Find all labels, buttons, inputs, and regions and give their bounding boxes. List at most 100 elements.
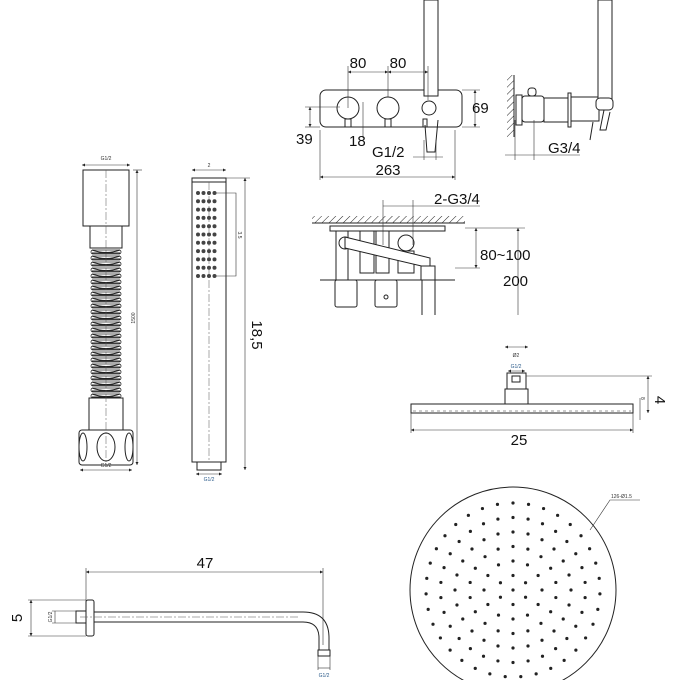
shower-arm: 47 5 G1/2 G1/2 bbox=[9, 555, 331, 679]
rain-head-outline bbox=[409, 486, 617, 680]
wall-hatch bbox=[507, 75, 514, 137]
rain-nozzle bbox=[442, 610, 446, 615]
connector-thread: G1/2 bbox=[511, 364, 522, 370]
connector-diameter: Ø2 bbox=[513, 353, 520, 359]
rain-nozzle bbox=[431, 622, 435, 626]
rain-nozzle bbox=[523, 595, 528, 599]
dim-200: 200 bbox=[503, 273, 528, 290]
rain-nozzle bbox=[534, 672, 538, 676]
rain-nozzle bbox=[598, 592, 602, 596]
rain-nozzle bbox=[580, 610, 584, 615]
rain-nozzle bbox=[439, 580, 443, 585]
rain-nozzle bbox=[584, 636, 588, 640]
rain-nozzle bbox=[511, 530, 515, 534]
flange-size: 5 bbox=[9, 614, 26, 622]
rain-nozzle bbox=[483, 621, 487, 625]
rain-nozzle bbox=[588, 547, 592, 551]
rain-nozzle bbox=[511, 515, 515, 520]
rain-nozzle bbox=[486, 602, 490, 607]
rain-nozzle bbox=[565, 539, 569, 544]
rain-nozzle bbox=[561, 617, 565, 621]
rain-nozzle bbox=[498, 595, 503, 599]
rain-nozzle bbox=[549, 666, 553, 670]
spray-nozzle bbox=[212, 257, 217, 262]
dim-g12-outlet: G1/2 bbox=[372, 144, 405, 161]
hose-coil bbox=[91, 273, 121, 278]
rain-nozzle bbox=[541, 506, 546, 511]
rain-nozzle bbox=[597, 576, 601, 580]
shower-hose: G1/2 1500 G1/2 bbox=[78, 156, 142, 472]
spray-nozzle bbox=[201, 224, 206, 229]
rain-nozzle bbox=[568, 522, 572, 527]
hose-coil bbox=[91, 357, 121, 362]
rain-nozzle bbox=[540, 654, 545, 658]
rain-head-height: 4 bbox=[651, 396, 668, 404]
rain-nozzle bbox=[574, 552, 578, 556]
rain-nozzle bbox=[511, 646, 515, 650]
rain-nozzle bbox=[481, 522, 486, 526]
rain-nozzle bbox=[511, 617, 515, 621]
mixer-side-view: G3/4 bbox=[505, 0, 614, 160]
rain-nozzle bbox=[526, 547, 530, 551]
hose-bottom-thread: G1/2 bbox=[101, 463, 112, 469]
rain-nozzle bbox=[496, 547, 500, 551]
rain-nozzle bbox=[562, 658, 566, 662]
spray-nozzle bbox=[212, 265, 217, 270]
rain-nozzle bbox=[448, 624, 452, 628]
arm-pipe-top bbox=[94, 611, 330, 650]
rain-nozzle bbox=[552, 629, 556, 633]
rain-nozzle bbox=[526, 644, 530, 648]
rain-nozzle bbox=[468, 595, 472, 600]
rain-nozzle bbox=[567, 603, 571, 607]
rain-nozzle bbox=[455, 573, 459, 577]
rain-nozzle bbox=[536, 573, 540, 578]
rain-nozzle bbox=[540, 522, 545, 526]
rain-head-top-view: 126-Ø1.5 bbox=[409, 486, 640, 680]
hand-shower-width: 2 bbox=[208, 163, 211, 169]
spray-nozzle bbox=[201, 240, 206, 245]
spray-nozzle bbox=[196, 257, 200, 262]
hand-shower-length: 18,5 bbox=[248, 320, 265, 349]
rain-nozzle bbox=[540, 638, 544, 642]
rain-nozzle bbox=[470, 547, 474, 551]
rain-nozzle bbox=[498, 581, 503, 585]
spray-nozzle bbox=[212, 274, 217, 278]
hose-coil bbox=[91, 291, 121, 296]
spray-nozzle bbox=[201, 257, 206, 262]
rain-nozzle bbox=[442, 565, 446, 570]
dim-80-left: 80 bbox=[350, 55, 367, 72]
rain-nozzle bbox=[454, 522, 458, 527]
rain-nozzle bbox=[453, 588, 457, 592]
hose-coil bbox=[91, 315, 121, 320]
rain-nozzle bbox=[596, 607, 600, 611]
spray-nozzle bbox=[201, 199, 206, 204]
hose-coil bbox=[91, 333, 121, 338]
spray-nozzle bbox=[201, 274, 206, 278]
dim-g34: G3/4 bbox=[548, 140, 581, 157]
spray-nozzle bbox=[212, 240, 217, 245]
rain-nozzle bbox=[511, 602, 515, 607]
rain-nozzle bbox=[488, 672, 492, 676]
rain-nozzle bbox=[468, 529, 472, 533]
knob-middle bbox=[376, 96, 400, 120]
dim-69: 69 bbox=[472, 100, 489, 117]
spray-nozzle bbox=[212, 224, 217, 229]
spray-nozzle bbox=[212, 199, 217, 204]
rain-nozzle bbox=[526, 502, 531, 506]
rain-nozzle bbox=[525, 563, 530, 567]
dim-80-right: 80 bbox=[390, 55, 407, 72]
spray-nozzle bbox=[201, 249, 206, 254]
outlet-knob bbox=[421, 100, 437, 116]
spray-length: 3.5 bbox=[236, 232, 242, 239]
rain-nozzle bbox=[526, 517, 530, 521]
rain-nozzle bbox=[511, 544, 515, 549]
wall-thread: G1/2 bbox=[48, 611, 54, 622]
rain-nozzle bbox=[511, 631, 515, 636]
rain-nozzle bbox=[594, 561, 598, 565]
rain-nozzle bbox=[473, 666, 477, 670]
rain-nozzle bbox=[569, 588, 573, 592]
rain-head-thickness: 8 bbox=[639, 397, 645, 400]
arm-pipe-bottom bbox=[94, 621, 320, 650]
